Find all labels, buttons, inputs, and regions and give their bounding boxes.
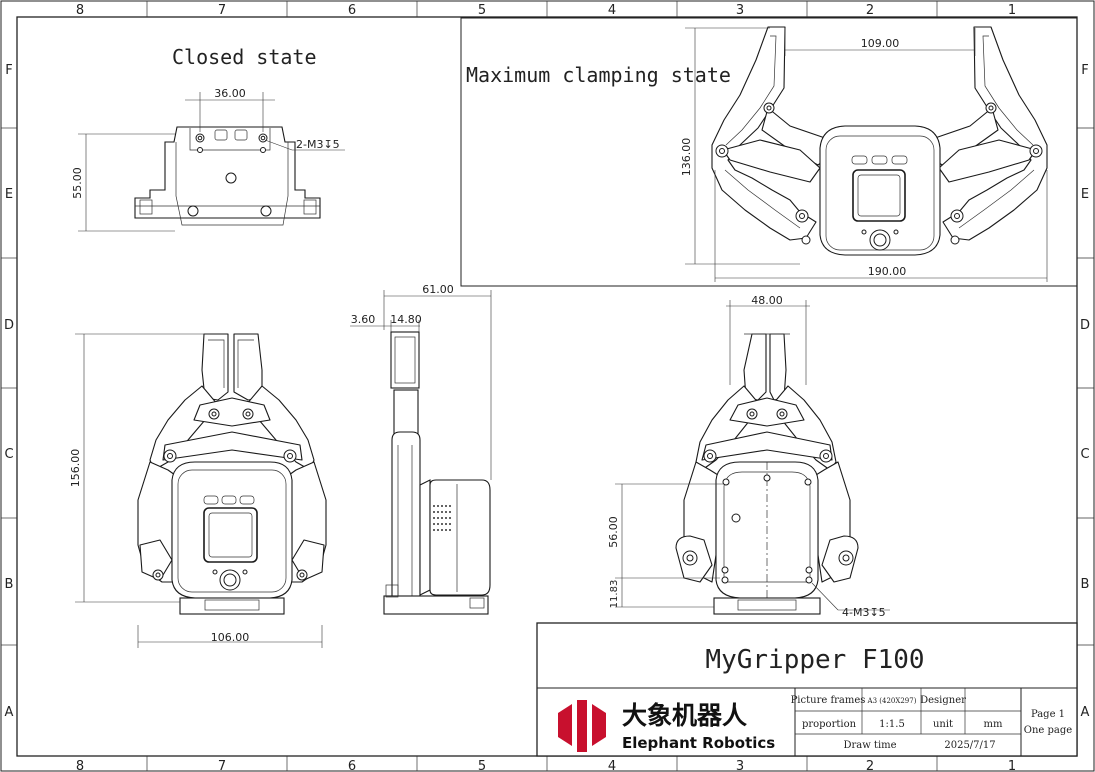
col-label-bottom: 8 bbox=[76, 759, 84, 772]
col-label-bottom: 7 bbox=[218, 759, 226, 772]
row-label-right: A bbox=[1081, 705, 1090, 720]
col-label-bottom: 3 bbox=[736, 759, 744, 772]
col-label-bottom: 6 bbox=[348, 759, 356, 772]
picture-frames-label: Picture frames bbox=[791, 695, 866, 706]
product-title: MyGripper F100 bbox=[705, 645, 924, 675]
max-opening-dim: 109.00 bbox=[861, 37, 900, 50]
front-dimensions bbox=[75, 333, 323, 648]
closed-state-view bbox=[134, 126, 321, 226]
back-width-dim: 48.00 bbox=[751, 294, 783, 307]
row-ticks bbox=[1, 127, 1094, 646]
back-view bbox=[675, 333, 859, 615]
col-label-bottom: 1 bbox=[1008, 759, 1016, 772]
row-label-left: A bbox=[5, 705, 14, 720]
max-state-view bbox=[711, 26, 1048, 256]
col-label-top: 2 bbox=[866, 3, 874, 18]
row-label-right: D bbox=[1080, 318, 1090, 333]
back-thread-note: 4-M3↧5 bbox=[842, 606, 886, 619]
back-dimensions bbox=[615, 300, 890, 611]
page-count: One page bbox=[1024, 725, 1073, 736]
unit-value: mm bbox=[984, 719, 1003, 730]
back-height-dim: 56.00 bbox=[607, 516, 620, 548]
closed-height-dim: 55.00 bbox=[71, 167, 84, 199]
max-state-title: Maximum clamping state bbox=[466, 63, 731, 87]
max-width-dim: 190.00 bbox=[868, 265, 907, 278]
col-label-bottom: 4 bbox=[608, 759, 616, 772]
row-label-left: B bbox=[5, 577, 14, 592]
brand-cn: 大象机器人 bbox=[622, 701, 747, 730]
row-label-left: F bbox=[5, 63, 12, 78]
col-label-top: 8 bbox=[76, 3, 84, 18]
side-offset-a-dim: 3.60 bbox=[351, 313, 376, 326]
row-label-left: E bbox=[5, 187, 13, 202]
brand-en: Elephant Robotics bbox=[622, 734, 775, 752]
row-label-right: C bbox=[1080, 447, 1089, 462]
side-view bbox=[383, 331, 491, 615]
max-dimensions bbox=[685, 27, 1048, 282]
col-label-top: 7 bbox=[218, 3, 226, 18]
title-block bbox=[536, 622, 1078, 757]
col-label-top: 4 bbox=[608, 3, 616, 18]
elephant-robotics-logo: 大象机器人 Elephant Robotics bbox=[558, 700, 775, 752]
row-label-left: D bbox=[4, 318, 14, 333]
unit-label: unit bbox=[933, 719, 953, 730]
closed-thread-note: 2-M3↧5 bbox=[296, 138, 340, 151]
back-offset-dim: 11.83 bbox=[609, 580, 620, 609]
picture-frames-value: A3 (420X297) bbox=[867, 697, 917, 705]
page-number: Page 1 bbox=[1031, 709, 1065, 720]
front-view bbox=[137, 333, 327, 615]
row-label-right: F bbox=[1081, 63, 1088, 78]
front-height-dim: 156.00 bbox=[69, 449, 82, 488]
designer-label: Designer bbox=[920, 695, 966, 706]
side-width-dim: 61.00 bbox=[422, 283, 454, 296]
closed-dimensions bbox=[78, 92, 345, 232]
front-width-dim: 106.00 bbox=[211, 631, 250, 644]
draw-time-label: Draw time bbox=[843, 740, 896, 751]
col-label-bottom: 5 bbox=[478, 759, 486, 772]
row-label-right: E bbox=[1081, 187, 1089, 202]
col-label-top: 1 bbox=[1008, 3, 1016, 18]
max-state-box bbox=[460, 17, 1078, 287]
closed-width-dim: 36.00 bbox=[214, 87, 246, 100]
column-ticks bbox=[146, 1, 938, 771]
col-label-top: 3 bbox=[736, 3, 744, 18]
proportion-label: proportion bbox=[802, 719, 857, 730]
closed-state-title: Closed state bbox=[172, 45, 317, 69]
max-height-dim: 136.00 bbox=[680, 138, 693, 177]
draw-time-value: 2025/7/17 bbox=[944, 740, 995, 751]
col-label-bottom: 2 bbox=[866, 759, 874, 772]
col-label-top: 6 bbox=[348, 3, 356, 18]
row-label-left: C bbox=[4, 447, 13, 462]
col-label-top: 5 bbox=[478, 3, 486, 18]
side-offset-b-dim: 14.80 bbox=[390, 313, 422, 326]
proportion-value: 1:1.5 bbox=[879, 719, 905, 730]
side-dimensions bbox=[350, 290, 492, 480]
row-label-right: B bbox=[1081, 577, 1090, 592]
